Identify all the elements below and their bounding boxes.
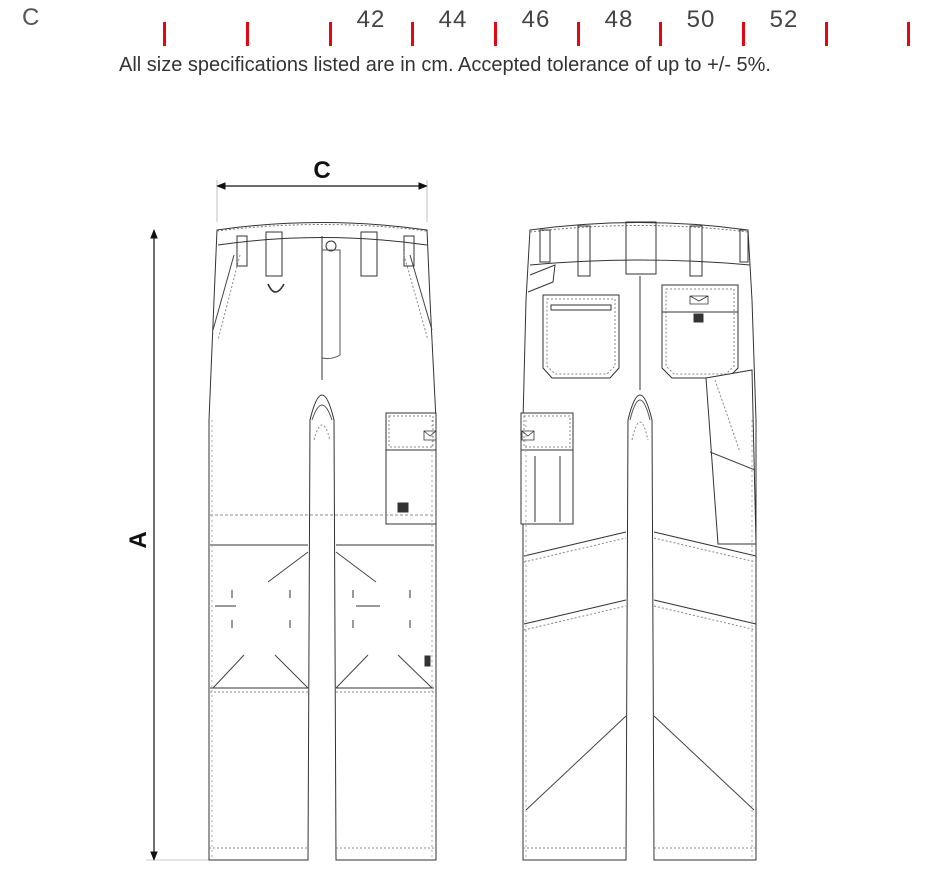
cell-separator	[742, 22, 745, 46]
cell-separator	[246, 22, 249, 46]
size-note: All size specifications listed are in cm…	[119, 54, 771, 76]
cell-separator	[163, 22, 166, 46]
cell-separator	[577, 22, 580, 46]
size-value: 42	[356, 6, 386, 33]
size-value: 50	[686, 6, 716, 33]
cell-separator	[659, 22, 662, 46]
cell-separator	[907, 22, 910, 46]
size-table-row: C 42 44 46 48 50 52	[0, 0, 934, 50]
dimension-a: A	[125, 229, 210, 861]
cell-separator	[329, 22, 332, 46]
trousers-back-view	[520, 221, 757, 861]
size-value: 52	[769, 6, 799, 33]
size-value: 44	[438, 6, 468, 33]
cell-separator	[411, 22, 414, 46]
trousers-front-view	[208, 222, 437, 861]
size-value: 46	[521, 6, 551, 33]
size-value: 48	[604, 6, 634, 33]
cell-separator	[825, 22, 828, 46]
row-label: C	[22, 4, 40, 31]
dimension-a-label: A	[125, 531, 152, 548]
cell-separator	[494, 22, 497, 46]
dimension-c-label: C	[313, 157, 330, 184]
dimension-c: C	[216, 157, 428, 222]
